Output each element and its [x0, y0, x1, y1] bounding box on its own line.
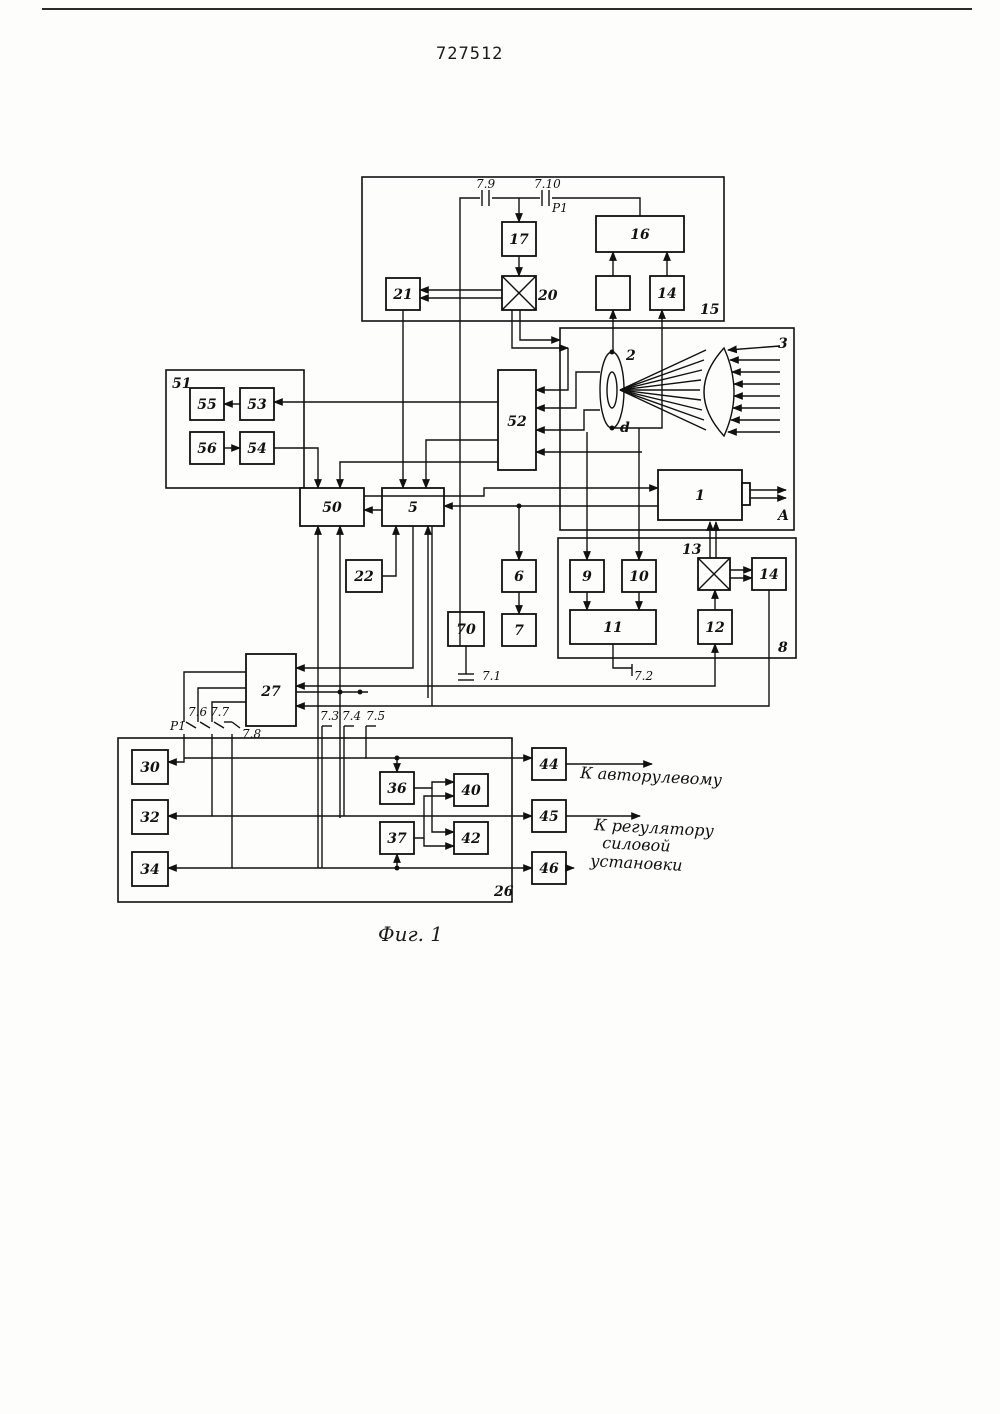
block-42-label: 42: [461, 831, 481, 847]
block-13-multiplier: [698, 558, 730, 590]
block-11: 11: [570, 610, 656, 644]
block-70-label: 70: [456, 622, 476, 638]
block-1-label: 1: [695, 488, 705, 504]
block-56-label: 56: [197, 441, 217, 457]
block-6-label: 6: [514, 569, 524, 585]
block-32-label: 32: [140, 810, 160, 826]
block-12: 12: [698, 610, 732, 644]
label-point-d: d: [620, 420, 630, 436]
label-element-2: 2: [625, 348, 636, 364]
contact-7-10: 7.10: [534, 177, 561, 191]
block-19-label: 17: [509, 232, 529, 248]
block-21: 21: [386, 278, 420, 310]
block-6: 6: [502, 560, 536, 592]
block-55: 55: [190, 388, 224, 420]
block-9-label: 9: [582, 569, 592, 585]
block-54-label: 54: [247, 441, 266, 457]
block-10-label: 10: [629, 569, 649, 585]
contact-7-9: 7.9: [476, 177, 495, 191]
contact-7-8: 7.8: [242, 727, 261, 741]
block-17-label: 14: [657, 286, 676, 302]
block-32: 32: [132, 800, 168, 834]
block-50: 50: [300, 488, 364, 526]
block-5: 5: [382, 488, 444, 526]
light-rays: [620, 346, 780, 432]
block-9: 9: [570, 560, 604, 592]
block-53: 53: [240, 388, 274, 420]
block-18-label: 16: [630, 227, 650, 243]
block-40: 40: [454, 774, 488, 806]
lens-3: [704, 348, 734, 436]
block-52-label: 52: [507, 414, 527, 430]
block-1: 1: [658, 470, 750, 520]
figure-caption: Фиг. 1: [378, 922, 443, 946]
contact-p1-top: P1: [551, 201, 568, 215]
block-22: 22: [346, 560, 382, 592]
contact-7-6: 7.6: [188, 705, 207, 719]
block-50-label: 50: [322, 500, 342, 516]
block-16: [596, 276, 630, 310]
block-45-label: 45: [539, 809, 558, 825]
block-37-label: 37: [387, 831, 407, 847]
block-30: 30: [132, 750, 168, 784]
block-22-label: 22: [353, 569, 374, 585]
contact-7-4: 7.4: [342, 709, 361, 723]
block-46-label: 46: [539, 861, 559, 877]
block-5-label: 5: [408, 500, 418, 516]
block-36-label: 36: [387, 781, 407, 797]
block-70: 70: [448, 612, 484, 646]
block-11-label: 11: [603, 620, 622, 636]
contact-7-1: 7.1: [482, 669, 501, 683]
block-27-label: 27: [260, 684, 281, 700]
block-30-label: 30: [140, 760, 160, 776]
contact-7-5: 7.5: [366, 709, 385, 723]
output-label-regulator-line3: установки: [589, 851, 683, 875]
block-7: 7: [502, 614, 536, 646]
block-34-label: 34: [140, 862, 159, 878]
block-20-multiplier: [502, 276, 536, 310]
output-label-autopilot: К авторулевому: [579, 763, 723, 789]
label-group-26: 26: [493, 884, 514, 900]
block-27: 27: [246, 654, 296, 726]
block-14: 14: [752, 558, 786, 590]
label-lens-3: 3: [778, 336, 788, 352]
block-53-label: 53: [247, 397, 267, 413]
label-group-8: 8: [778, 640, 788, 656]
label-block-13: 13: [682, 542, 702, 558]
block-44-label: 44: [539, 757, 558, 773]
label-group-A: A: [776, 508, 789, 524]
label-block-20: 20: [537, 288, 558, 304]
block-56: 56: [190, 432, 224, 464]
block-34: 34: [132, 852, 168, 886]
block-12-label: 12: [705, 620, 725, 636]
block-46: 46: [532, 852, 566, 884]
label-group-15: 15: [700, 302, 719, 318]
contact-7-3: 7.3: [320, 709, 339, 723]
block-19: 17: [502, 222, 536, 256]
block-10: 10: [622, 560, 656, 592]
block-36: 36: [380, 772, 414, 804]
block-44: 44: [532, 748, 566, 780]
block-40-label: 40: [461, 783, 481, 799]
block-52: 52: [498, 370, 536, 470]
block-7-label: 7: [514, 623, 524, 639]
block-17: 14: [650, 276, 684, 310]
block-45: 45: [532, 800, 566, 832]
label-group-51: 51: [172, 376, 191, 392]
block-42: 42: [454, 822, 488, 854]
contact-p1-left: P1: [169, 719, 186, 733]
block-21-label: 21: [392, 287, 412, 303]
block-54: 54: [240, 432, 274, 464]
block-37: 37: [380, 822, 414, 854]
contact-7-7: 7.7: [210, 705, 229, 719]
block-18: 16: [596, 216, 684, 252]
block-55-label: 55: [197, 397, 216, 413]
contact-7-2: 7.2: [634, 669, 653, 683]
block-14-label: 14: [759, 567, 778, 583]
